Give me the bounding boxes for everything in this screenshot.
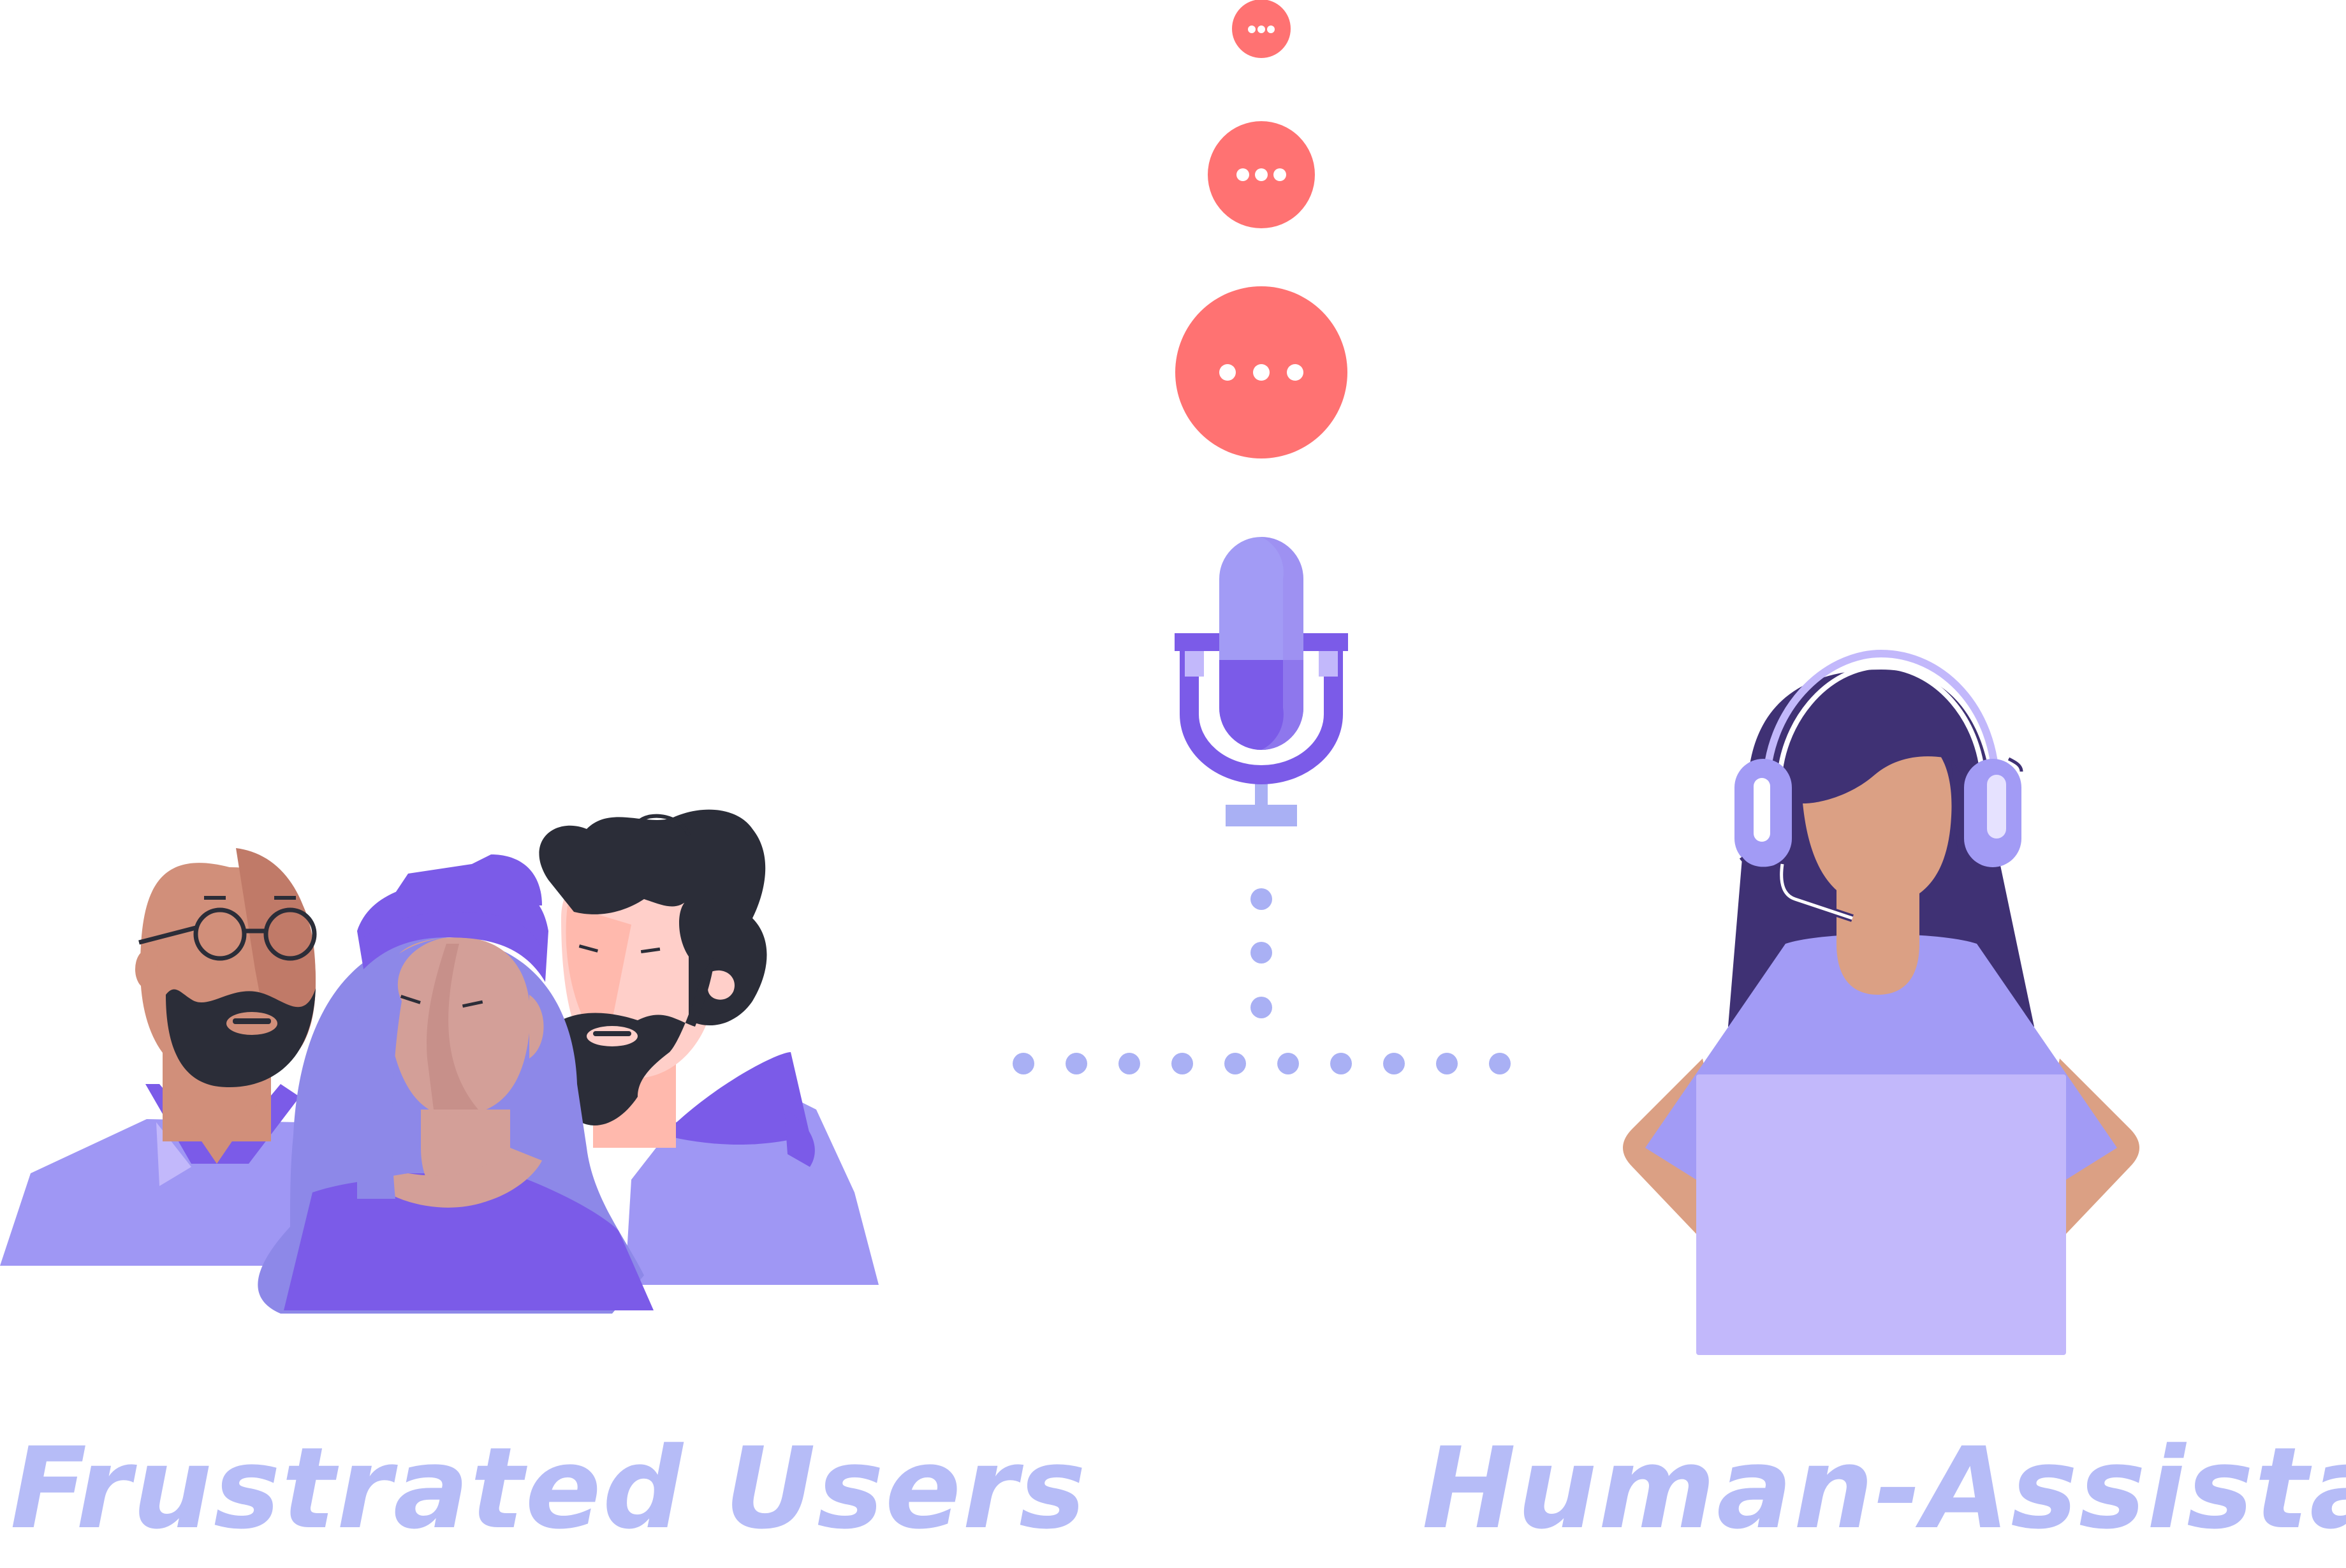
user-man-beard: [539, 809, 879, 1285]
label-human-assistant: Human-Assistant: [1422, 1423, 2346, 1554]
chat-bubble-large-icon: [1175, 286, 1347, 458]
microphone-icon: [1175, 537, 1348, 826]
chat-bubble-small-icon: [1232, 0, 1291, 58]
frustrated-users-illustration: [0, 809, 879, 1314]
label-frustrated-users: Frustrated Users: [10, 1423, 1087, 1554]
connector-dots: [1013, 888, 1511, 1074]
chat-bubble-medium-icon: [1208, 121, 1315, 228]
user-man-glasses: [0, 848, 332, 1266]
human-assistant-illustration: [1623, 649, 2139, 1355]
user-woman-beanie: [258, 854, 654, 1314]
